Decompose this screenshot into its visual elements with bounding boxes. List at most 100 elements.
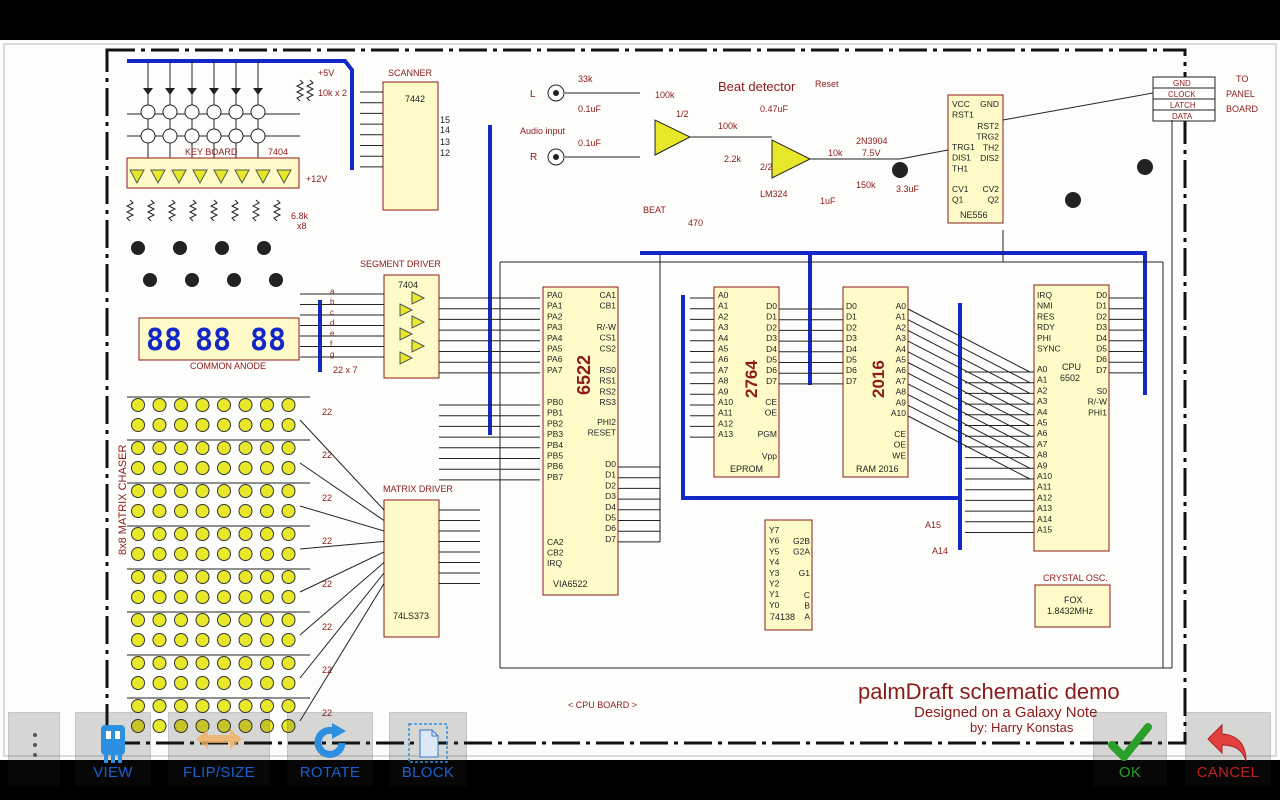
cancel-button[interactable]: CANCEL <box>1185 712 1271 786</box>
matrix-led <box>174 570 188 584</box>
pin-label: RDY <box>1037 322 1055 332</box>
matrix-led <box>281 633 296 647</box>
schematic-title: palmDraft schematic demo <box>858 679 1120 704</box>
matrix-led <box>174 484 188 498</box>
svg-text:Reset: Reset <box>815 79 839 89</box>
rotate-button[interactable]: ROTATE <box>287 712 373 786</box>
pin-label: A4 <box>896 344 907 354</box>
svg-text:7.5V: 7.5V <box>862 148 881 158</box>
matrix-led <box>238 656 253 670</box>
matrix-led <box>131 527 145 541</box>
pin-label: G2A <box>793 547 810 557</box>
flip-size-button[interactable]: FLIP/SIZE <box>168 712 270 786</box>
matrix-led <box>260 676 274 690</box>
svg-text:6.8k: 6.8k <box>291 211 309 221</box>
pin-label: CS1 <box>599 333 616 343</box>
matrix-led <box>195 590 210 604</box>
svg-text:DATA: DATA <box>1172 112 1193 121</box>
matrix-led <box>195 527 210 541</box>
pin-label: A10 <box>1037 471 1052 481</box>
svg-text:FOX: FOX <box>1064 595 1083 605</box>
matrix-led <box>217 398 231 412</box>
matrix-led <box>195 656 210 670</box>
pin-label: D7 <box>846 376 857 386</box>
timer-chip: NE556 <box>947 94 1004 224</box>
ram-chip: 2016 RAM 2016 <box>842 286 909 478</box>
segment-label: d <box>330 319 334 328</box>
segment-label: g <box>330 350 334 359</box>
pin-label: D5 <box>1096 344 1107 354</box>
matrix-resistor-label: 22 <box>322 579 332 589</box>
pin-label: A6 <box>1037 428 1048 438</box>
pin-label: PA3 <box>547 322 563 332</box>
matrix-led <box>152 613 167 627</box>
matrix-led <box>260 590 274 604</box>
pin-label: A8 <box>718 376 729 386</box>
matrix-led <box>152 461 167 475</box>
pin-label: A12 <box>1037 492 1052 502</box>
svg-text:0.1uF: 0.1uF <box>578 138 602 148</box>
pin-label: CA2 <box>547 537 564 547</box>
pin-label: Y3 <box>769 568 780 578</box>
svg-text:MATRIX DRIVER: MATRIX DRIVER <box>383 484 453 494</box>
pin-label: D1 <box>1096 301 1107 311</box>
pin-label: A0 <box>718 290 729 300</box>
pin-label: Vpp <box>762 451 777 461</box>
matrix-led <box>195 699 210 713</box>
pin-label: D5 <box>766 355 777 365</box>
svg-text:PANEL: PANEL <box>1226 89 1255 99</box>
view-button[interactable]: VIEW <box>75 712 151 786</box>
pin-label: R/-W <box>597 322 616 332</box>
pin-label: Y7 <box>769 525 780 535</box>
pin-label: D3 <box>1096 322 1107 332</box>
schematic-canvas[interactable]: KEY BOARD 7404 +5V 10k x 2 +12V 6.8k x8 <box>0 40 1280 760</box>
matrix-led <box>131 547 145 561</box>
block-button[interactable]: BLOCK <box>389 712 467 786</box>
seven-segment-display: 88 88 88 COMMON ANODE <box>138 300 322 372</box>
pin-label: A1 <box>896 312 907 322</box>
pin-label: A10 <box>718 397 733 407</box>
eprom-chip: 2764 EPROM <box>713 286 780 478</box>
matrix-led <box>281 656 296 670</box>
matrix-led <box>174 398 188 412</box>
pin-label: Y4 <box>769 557 780 567</box>
checkmark-icon <box>1108 723 1152 761</box>
pin-label: IRQ <box>1037 290 1053 300</box>
matrix-led <box>195 633 210 647</box>
matrix-led <box>217 484 231 498</box>
pin-label: SYNC <box>1037 344 1061 354</box>
matrix-led <box>260 527 274 541</box>
pin-label: WE <box>892 450 906 460</box>
pin-label: D6 <box>605 523 616 533</box>
pin-label: RS3 <box>599 397 616 407</box>
cancel-label: CANCEL <box>1196 764 1260 781</box>
matrix-led <box>174 590 188 604</box>
pin-label: D0 <box>1096 290 1107 300</box>
pin-label: CB2 <box>547 548 564 558</box>
matrix-led <box>238 633 253 647</box>
pin-label: CS2 <box>599 343 616 353</box>
pin-label: D0 <box>846 301 857 311</box>
matrix-led <box>260 570 274 584</box>
matrix-resistor-label: 22 <box>322 622 332 632</box>
pin-label: D2 <box>605 480 616 490</box>
overflow-menu-button[interactable] <box>8 712 60 786</box>
matrix-led <box>260 398 274 412</box>
svg-text:1/2: 1/2 <box>676 109 689 119</box>
pin-label: D3 <box>766 333 777 343</box>
pin-label: CV1 <box>952 184 969 194</box>
pin-label: A13 <box>1037 503 1052 513</box>
pin-label: GND <box>980 99 999 109</box>
matrix-led <box>238 504 253 518</box>
segment-label: f <box>330 340 333 349</box>
pin-label: PB6 <box>547 461 563 471</box>
pin-label: D6 <box>1096 354 1107 364</box>
pin-label: A12 <box>718 418 733 428</box>
ok-button[interactable]: OK <box>1093 712 1167 786</box>
pin-label: D5 <box>605 513 616 523</box>
matrix-led <box>174 418 188 432</box>
title-block: palmDraft schematic demo Designed on a G… <box>858 679 1120 735</box>
pin-label: A3 <box>1037 396 1048 406</box>
view-icon <box>101 725 125 763</box>
matrix-led <box>238 398 253 412</box>
